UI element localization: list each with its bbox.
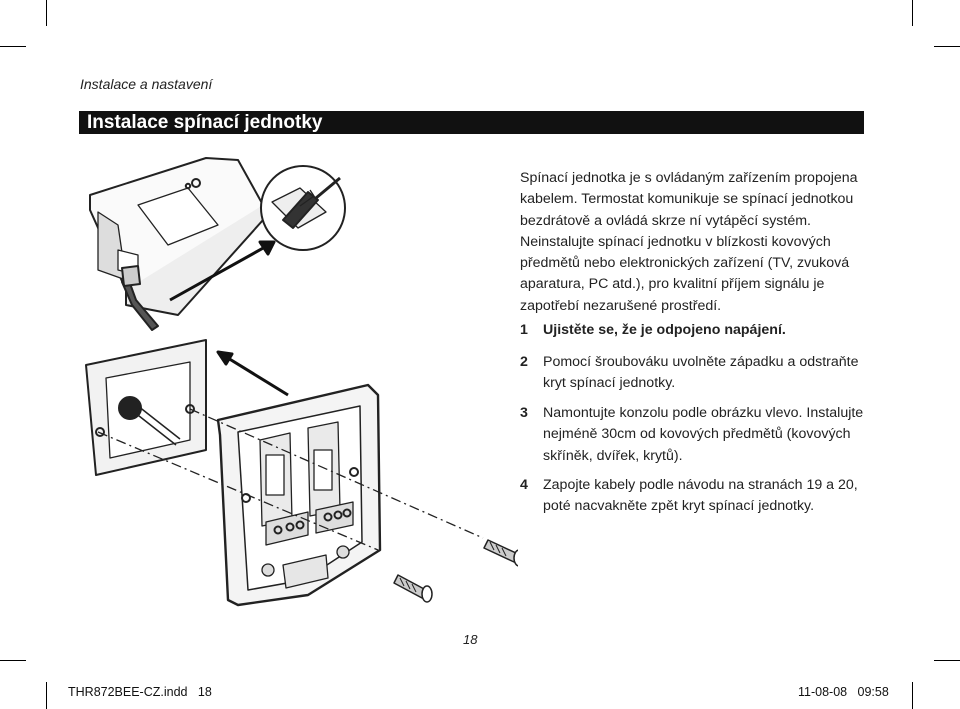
page-number: 18 (463, 632, 478, 647)
step-number: 4 (520, 477, 528, 493)
cover-unit (89, 157, 264, 316)
wall-box (85, 339, 207, 476)
step-text: Zapojte kabely podle návodu na stranách … (543, 477, 858, 515)
crop-mark (912, 0, 913, 26)
alignment-line (97, 408, 484, 551)
step-number: 1 (520, 322, 528, 338)
step-number: 2 (520, 354, 528, 370)
screw-icon (393, 574, 433, 603)
magnifier-inset (260, 165, 346, 251)
crop-mark (0, 46, 26, 47)
screwdriver-icon (121, 265, 159, 331)
step-1: 1 Ujistěte se, že je odpojeno napájení. (520, 320, 865, 342)
crop-mark (46, 0, 47, 26)
title-bar: Instalace spínací jednotky (79, 111, 864, 134)
crop-mark (912, 682, 913, 709)
step-3: 3 Namontujte konzolu podle obrázku vlevo… (520, 403, 865, 467)
arrow-icon (169, 240, 289, 397)
step-2: 2 Pomocí šroubováku uvolněte západku a o… (520, 352, 865, 396)
footer-file-info: THR872BEE-CZ.indd 18 (68, 685, 212, 699)
installation-illustration (85, 157, 518, 607)
step-4: 4 Zapojte kabely podle návodu na stranác… (520, 475, 865, 519)
step-text: Pomocí šroubováku uvolněte západku a ods… (543, 354, 859, 392)
step-number: 3 (520, 405, 528, 421)
intro-paragraph: Spínací jednotka je s ovládaným zařízení… (520, 170, 858, 314)
crop-mark (934, 46, 960, 47)
step-text: Namontujte konzolu podle obrázku vlevo. … (543, 405, 864, 464)
page-title: Instalace spínací jednotky (87, 112, 323, 133)
footer-date-info: 11-08-08 09:58 (798, 685, 889, 699)
crop-mark (934, 660, 960, 661)
screw-icon (483, 539, 518, 567)
section-label: Instalace a nastavení (80, 76, 213, 92)
crop-mark (46, 682, 47, 709)
step-text: Ujistěte se, že je odpojeno napájení. (543, 322, 786, 338)
crop-mark (0, 660, 26, 661)
bracket-base (216, 383, 382, 607)
